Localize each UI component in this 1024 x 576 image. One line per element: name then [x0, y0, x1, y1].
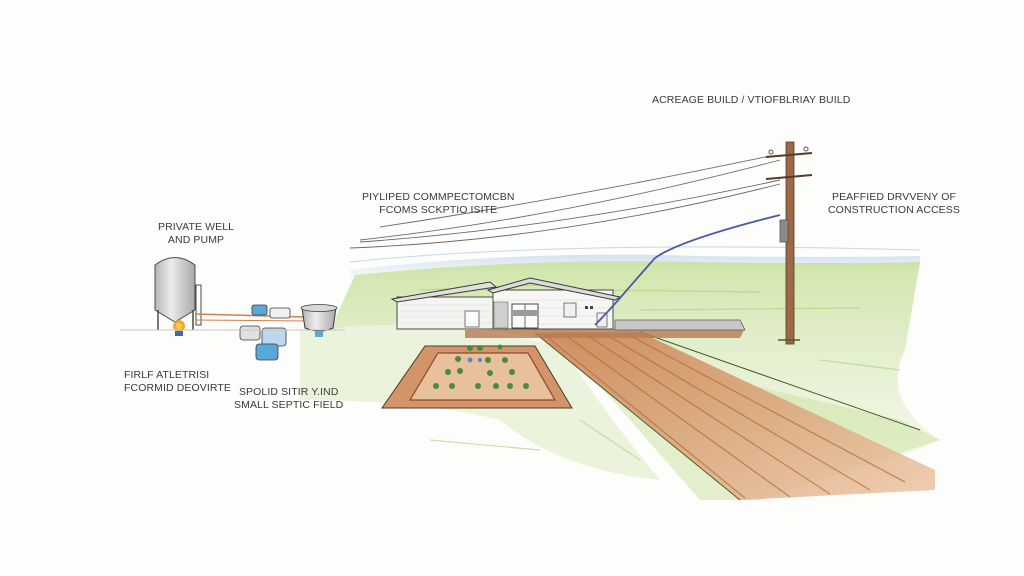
pump-assembly: [194, 304, 306, 361]
label-septic: SPOLID SITIR Y.IND SMALL SEPTIC FIELD: [234, 386, 344, 411]
label-fire: FIRLF ATLETRISI FCORMID DEOVIRTE: [124, 369, 231, 394]
horizon-band: [349, 246, 921, 280]
septic-tank: [300, 304, 338, 337]
label-utility-connection: PIYLIPED COMMPECTOMCBN FCOMS SCKPTIO ISI…: [362, 191, 515, 216]
dirt-driveway: [465, 328, 935, 501]
label-top-title: ACREAGE BUILD / VTIOFBLRIAY BUILD: [652, 94, 851, 106]
well-tank: [154, 257, 202, 336]
garden-bed: [381, 344, 573, 409]
label-driveway: PEAFFIED DRVVENY OF CONSTRUCTION ACCESS: [828, 191, 960, 216]
overhead-power-lines: [349, 155, 781, 249]
label-well: PRIVATE WELL AND PUMP: [158, 221, 235, 246]
house: [390, 277, 746, 331]
service-drop-line: [594, 214, 781, 326]
utility-pole: [765, 141, 813, 345]
